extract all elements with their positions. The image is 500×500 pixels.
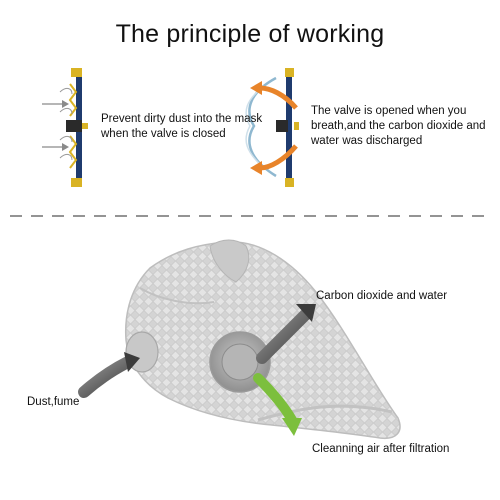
- valve-closed-top-cap: [71, 68, 82, 77]
- valve-open-pin: [294, 122, 299, 130]
- valve-closed-flaps: [59, 87, 73, 161]
- page-title: The principle of working: [115, 20, 385, 48]
- filtered-air-arrow-icon: [253, 373, 302, 436]
- valve-closed-diagram: [59, 68, 88, 187]
- exhale-arrow-upper-icon: [250, 81, 298, 110]
- intake-arrow-icon: [42, 100, 69, 108]
- valve-open-stem: [276, 120, 288, 132]
- mask-illustration: [124, 239, 401, 440]
- valve-open-frame: [286, 70, 292, 186]
- filtered-air-label: Cleanning air after filtration: [312, 443, 450, 455]
- valve-open-membrane-edge: [245, 85, 265, 169]
- valve-open-bottom-cap: [285, 178, 294, 187]
- valve-closed-bottom-cap: [71, 178, 82, 187]
- mask-front-valve-core: [221, 343, 259, 381]
- valve-closed-label: Prevent dirty dust into the mask when th…: [101, 113, 263, 140]
- valve-closed-pin: [82, 123, 88, 129]
- valve-closed-membrane: [68, 83, 78, 169]
- exhale-arrow-icon: [256, 304, 316, 364]
- intake-arrow-icon: [42, 143, 69, 151]
- inhale-arrow-icon: [78, 352, 140, 398]
- exhale-label: Carbon dioxide and water: [316, 290, 448, 302]
- valve-open-top-cap: [285, 68, 294, 77]
- exhale-arrow-lower-icon: [250, 144, 298, 175]
- mask-strap: [257, 404, 393, 422]
- valve-open-label: The valve is opened when you breath,and …: [311, 105, 486, 147]
- mask-seam: [139, 287, 215, 305]
- mask-nose-piece: [209, 239, 250, 283]
- inhale-label: Dust,fume: [27, 396, 80, 408]
- valve-closed-stem: [66, 120, 82, 132]
- mask-body: [124, 241, 401, 440]
